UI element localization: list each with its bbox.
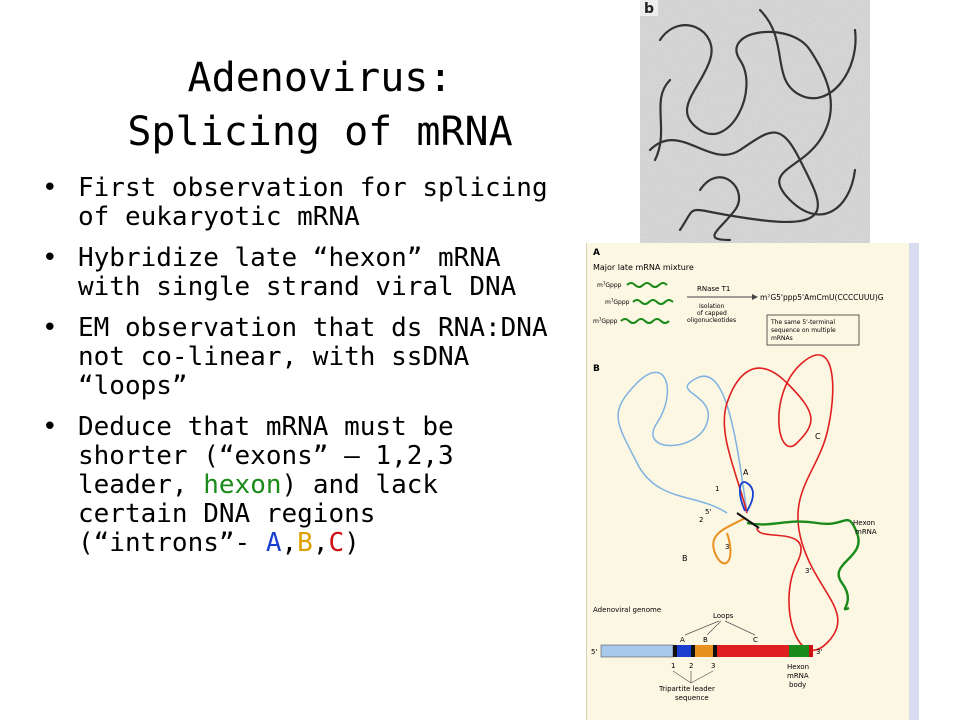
genome-title: Adenoviral genome [593, 606, 661, 614]
genome-five-prime: 5' [591, 648, 597, 656]
panel-a-label: A [593, 248, 600, 258]
intron-a-highlight: A [265, 528, 282, 558]
electron-micrograph-image: b [640, 0, 870, 245]
hexon-body-label: body [789, 681, 806, 689]
bullet-text-part: ) [344, 528, 360, 558]
loop-c-strand [723, 354, 839, 652]
title-line-1: Adenovirus: [187, 54, 453, 101]
hexon-label: Hexon [853, 519, 875, 527]
loops-lines [684, 620, 756, 636]
genome-loop-a: A [680, 636, 685, 644]
leader-3-label: 3 [725, 543, 729, 551]
loop-c-label: C [815, 432, 821, 441]
loop-a-strand [739, 481, 754, 512]
cap-label: m7Gppp [593, 317, 618, 325]
isolation-text: oligonucleotides [687, 317, 736, 324]
bullet-text: EM observation that ds RNA:DNA not co-li… [78, 313, 548, 401]
hexon-body-label: mRNA [787, 672, 809, 680]
loop-b-label: B [682, 554, 688, 563]
five-prime-label: 5' [705, 508, 711, 516]
bullet-item: EM observation that ds RNA:DNA not co-li… [38, 314, 558, 401]
separator: , [312, 528, 329, 558]
bullet-text: First observation for splicing of eukary… [78, 173, 548, 232]
hexon-body-label: Hexon [787, 663, 809, 671]
bullet-text: Hybridize late “hexon” mRNA with single … [78, 243, 517, 302]
splicing-figure: A Major late mRNA mixture m7Gppp m7Gppp … [586, 243, 919, 720]
bullet-item: Hybridize late “hexon” mRNA with single … [38, 244, 558, 302]
three-prime-label: 3' [805, 567, 811, 575]
leader-2-label: 2 [699, 516, 703, 524]
sequence-note: sequence on multiple [771, 327, 836, 334]
genome-loop-c: C [753, 636, 758, 644]
cap-product-sequence: m⁷G5'ppp5'AmCmU(CCCCUUU)G [760, 293, 884, 302]
bullet-item: Deduce that mRNA must be shorter (“exons… [38, 413, 558, 558]
rnase-label: RNase T1 [697, 285, 730, 293]
isolation-text: of capped [697, 310, 727, 317]
separator: , [281, 528, 298, 558]
hexon-mrna-strand [746, 518, 860, 611]
panel-b-label: B [593, 364, 600, 374]
sequence-note-box [766, 314, 860, 346]
title-line-2: Splicing of mRNA [127, 108, 513, 155]
leader-1-label: 1 [715, 485, 719, 493]
tripartite-label: Tripartite leader [658, 685, 715, 693]
intron-b-highlight: B [297, 528, 313, 558]
hexon-label: mRNA [855, 528, 877, 536]
figure-diagram: A Major late mRNA mixture m7Gppp m7Gppp … [591, 248, 884, 702]
ssdna-strand [617, 371, 748, 514]
figure-edge-strip [909, 243, 919, 720]
genome-leader-3: 3 [711, 662, 715, 670]
junction-mark [736, 512, 760, 529]
sequence-note: mRNAs [771, 335, 793, 342]
intron-c-highlight: C [328, 528, 345, 558]
tripartite-lines [672, 670, 714, 684]
genome-loop-b: B [703, 636, 708, 644]
genome-bar [600, 644, 813, 658]
bullet-text-part: Deduce that mRNA must be shorter (“exons… [78, 412, 454, 500]
isolation-text: Isolation [699, 303, 725, 310]
photo-label: b [644, 1, 654, 17]
hexon-highlight: hexon [203, 470, 282, 500]
genome-leader-2: 2 [689, 662, 693, 670]
mrna-wave [632, 299, 674, 305]
arrow-head [752, 294, 758, 300]
cap-label: m7Gppp [605, 298, 630, 306]
loops-label: Loops [713, 612, 734, 620]
sequence-note: The same 5'-terminal [770, 319, 835, 326]
bullet-item: First observation for splicing of eukary… [38, 174, 558, 232]
genome-leader-1: 1 [671, 662, 675, 670]
tripartite-label: sequence [675, 694, 709, 702]
loop-a-label: A [743, 468, 749, 477]
mrna-wave [620, 318, 670, 324]
genome-three-prime: 3' [816, 648, 822, 656]
panel-a-title: Major late mRNA mixture [593, 263, 694, 272]
slide-title: Adenovirus: Splicing of mRNA [40, 51, 600, 159]
loop-b-strand [712, 517, 746, 565]
cap-label: m7Gppp [597, 281, 622, 289]
mrna-wave [626, 282, 668, 288]
bullet-list: First observation for splicing of eukary… [38, 174, 558, 570]
bullet-text-part: ) and lack certain DNA regions (“introns… [78, 470, 439, 558]
